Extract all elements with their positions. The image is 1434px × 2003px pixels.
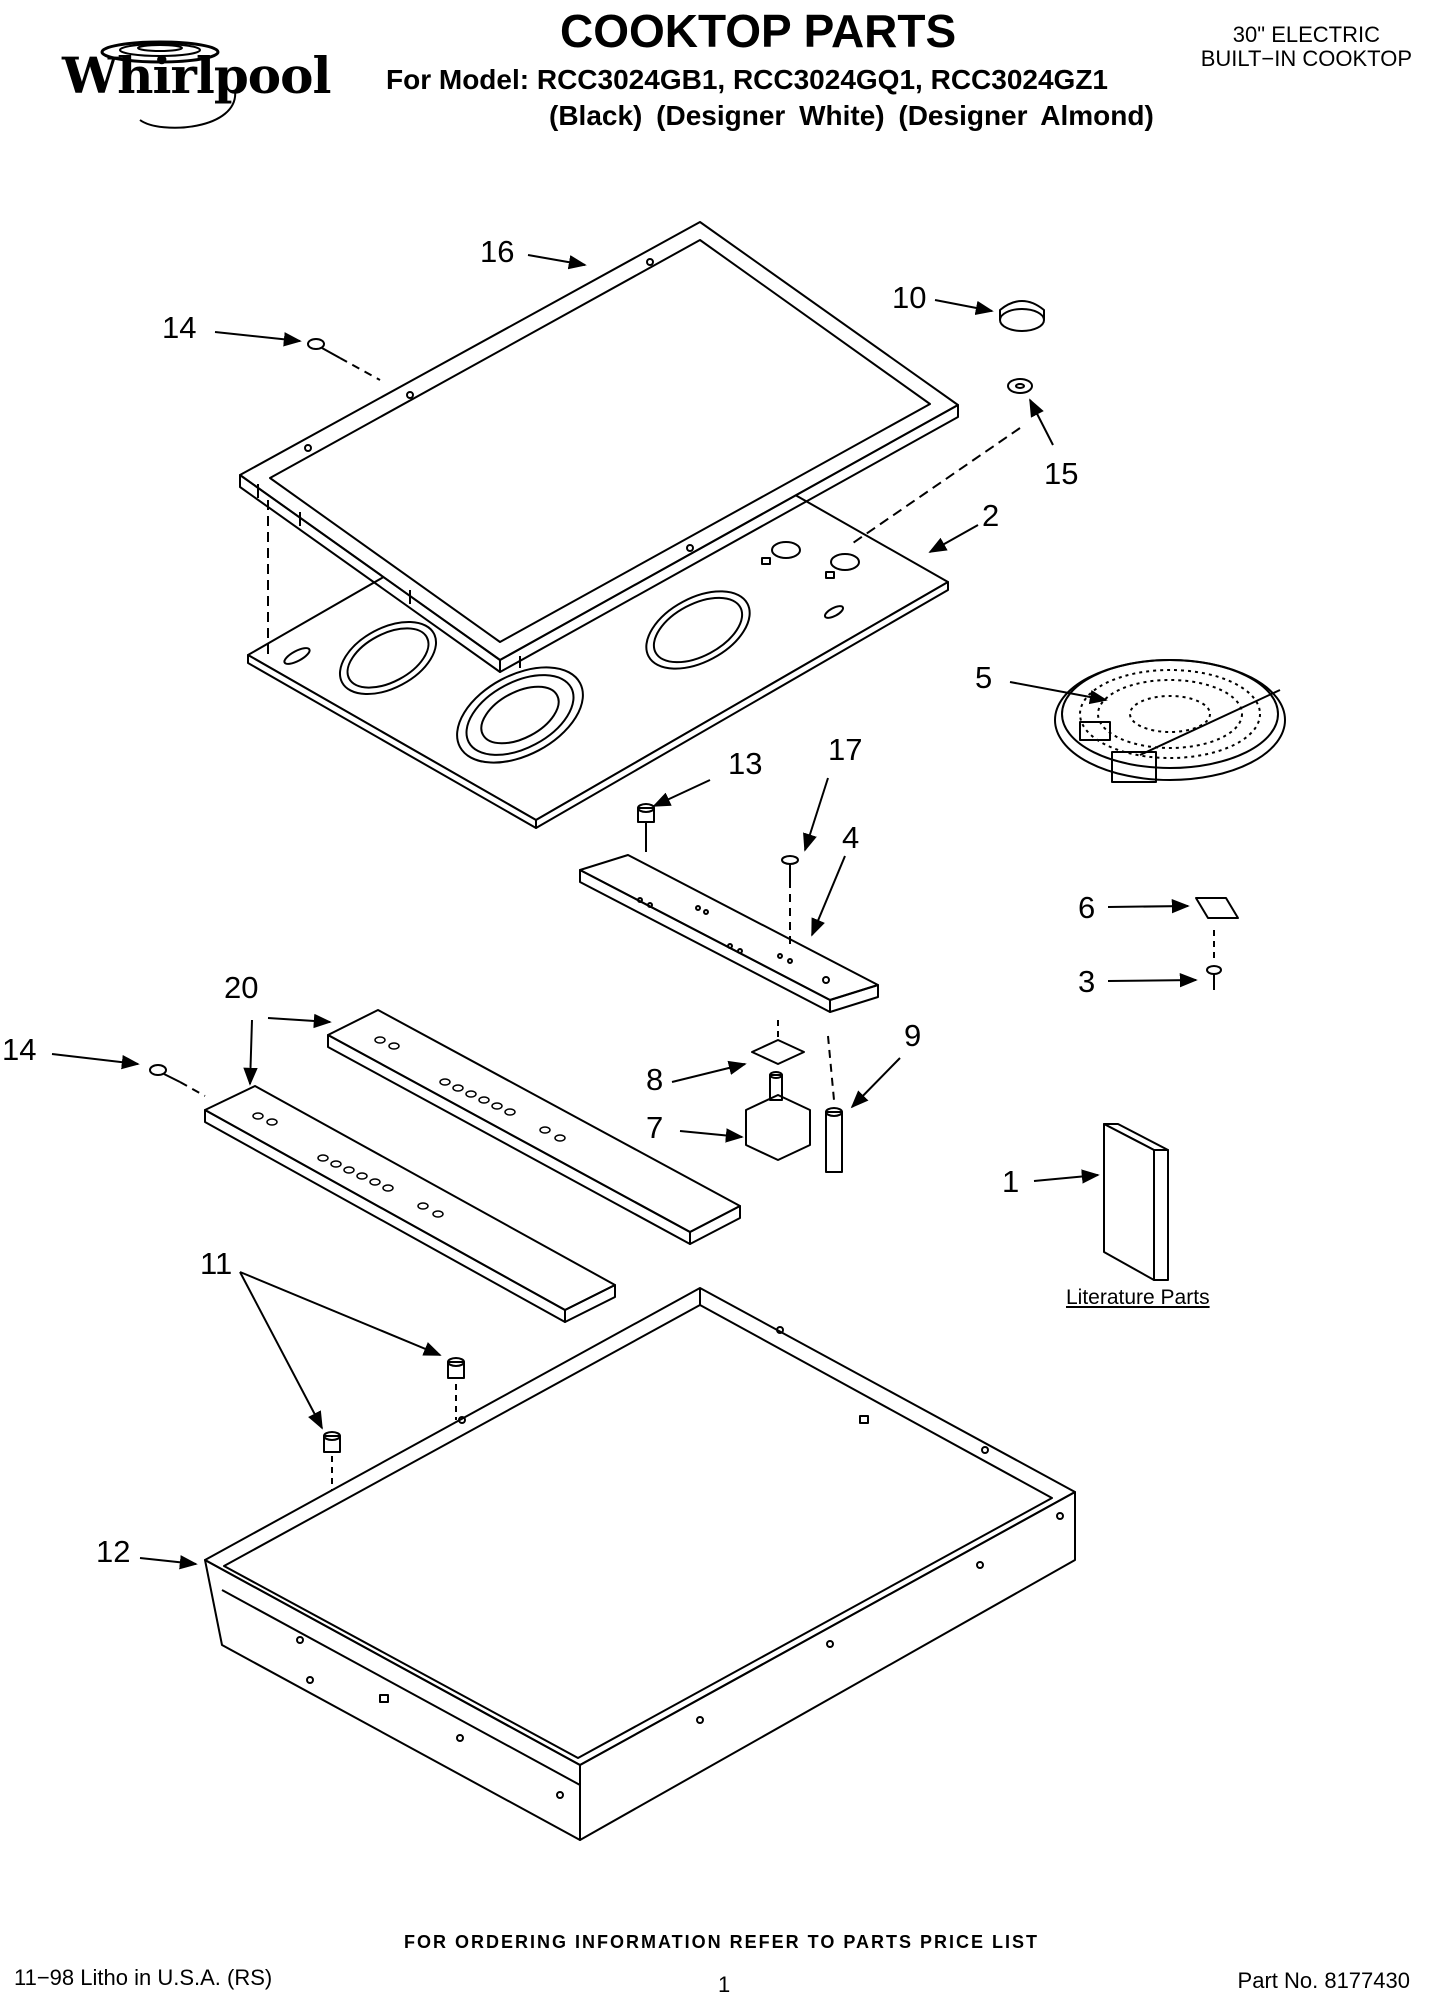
- callout-12: 12: [96, 1534, 131, 1569]
- callout-11: 11: [200, 1246, 233, 1281]
- part-11-grommet-front: [323, 1431, 341, 1453]
- ordering-info: FOR ORDERING INFORMATION REFER TO PARTS …: [404, 1932, 1040, 1952]
- part-20-panel-rear: [327, 1009, 741, 1245]
- callout-3: 3: [1078, 964, 1096, 999]
- literature-parts-label: Literature Parts: [1066, 1286, 1210, 1309]
- part-11-grommet-rear: [447, 1357, 465, 1379]
- callout-14-upper: 14: [162, 310, 197, 345]
- product-type-line2: BUILT−IN COOKTOP: [1200, 46, 1412, 71]
- callout-8: 8: [646, 1062, 664, 1097]
- part-3-screw: [1206, 965, 1222, 990]
- callout-leaders: [51, 254, 1198, 1570]
- part-15-knob-seal: [1007, 378, 1033, 394]
- callout-9: 9: [904, 1018, 922, 1053]
- callout-16: 16: [480, 234, 515, 269]
- part-14-screw-upper: [307, 338, 341, 359]
- callout-4: 4: [842, 820, 860, 855]
- part-14-screw-lower: [149, 1064, 181, 1083]
- callout-5: 5: [975, 660, 993, 695]
- product-type-line1: 30" ELECTRIC: [1232, 22, 1380, 47]
- callout-17: 17: [828, 732, 863, 767]
- part-13-grommet: [637, 803, 655, 852]
- part-9-post: [825, 1107, 843, 1173]
- part-8-plate: [751, 1039, 805, 1065]
- litho-info: 11−98 Litho in U.S.A. (RS): [14, 1965, 273, 1990]
- page-number: 1: [718, 1972, 731, 1997]
- callout-6: 6: [1078, 890, 1096, 925]
- callout-20: 20: [224, 970, 259, 1005]
- part-4-bracket: [579, 854, 879, 1013]
- whirlpool-logo-swirl: [100, 40, 237, 129]
- part-20-panel-front: [204, 1085, 616, 1323]
- part-5-heating-element: [1054, 659, 1286, 783]
- part-6-clip: [1195, 897, 1239, 919]
- callout-10: 10: [892, 280, 927, 315]
- callout-15: 15: [1044, 456, 1079, 491]
- callout-14-lower: 14: [2, 1032, 37, 1067]
- color-line: (Black) (Designer White) (Designer Almon…: [549, 100, 1154, 131]
- part-10-knob: [999, 300, 1045, 332]
- part-number: Part No. 8177430: [1237, 1968, 1410, 1993]
- callout-2: 2: [982, 498, 1000, 533]
- callout-13: 13: [728, 746, 763, 781]
- page-title: COOKTOP PARTS: [560, 5, 957, 57]
- callout-7: 7: [646, 1110, 664, 1145]
- part-1-literature: [1103, 1123, 1169, 1281]
- model-line: For Model: RCC3024GB1, RCC3024GQ1, RCC30…: [386, 64, 1108, 95]
- part-7-switch: [745, 1071, 811, 1161]
- part-17-screw: [781, 855, 799, 880]
- whirlpool-logo: Whirlpool: [62, 46, 331, 105]
- part-12-burner-box: [204, 1287, 1076, 1841]
- part-16-frame: [239, 221, 959, 673]
- callout-1: 1: [1002, 1164, 1020, 1199]
